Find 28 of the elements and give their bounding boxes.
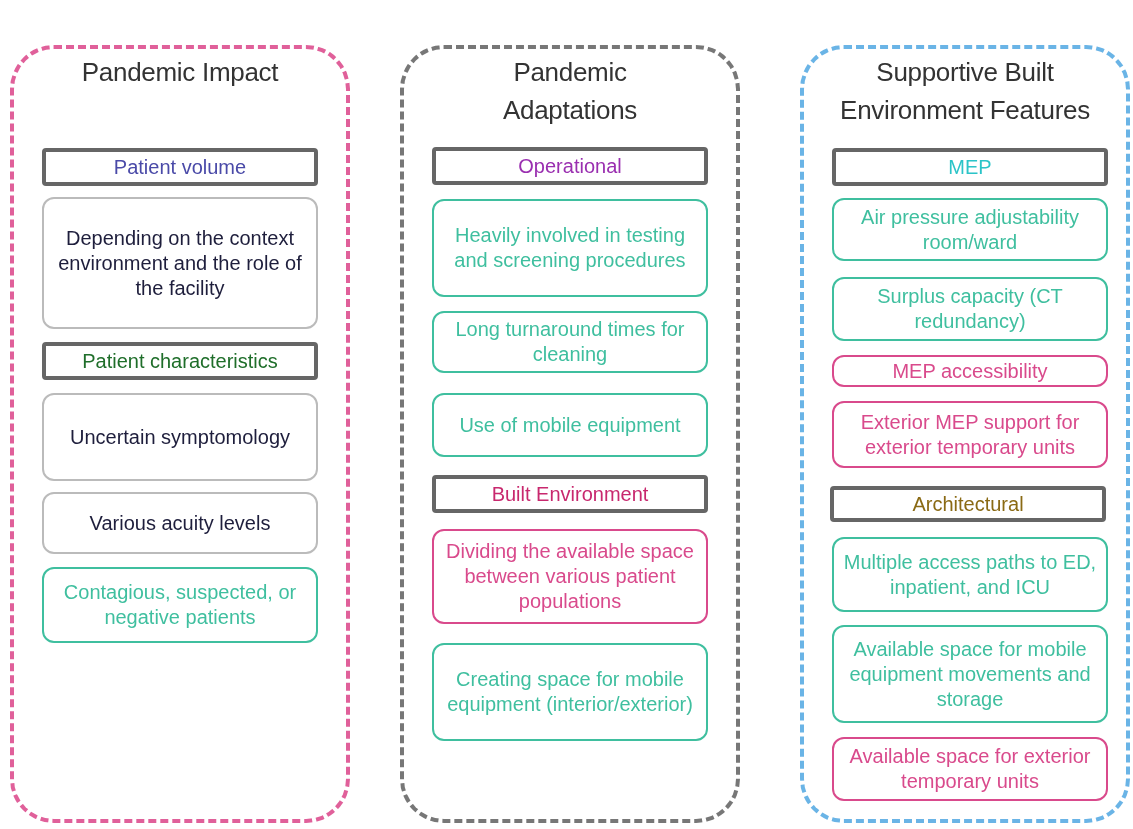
category-header: Operational: [432, 147, 708, 185]
text-box: Available space for exterior temporary units: [832, 737, 1108, 801]
text-box: Heavily involved in testing and screening procedures: [432, 199, 708, 297]
category-header: Patient volume: [42, 148, 318, 186]
text-box: Dividing the available space between various patient populations: [432, 529, 708, 624]
text-box: Available space for mobile equipment movements and storage: [832, 625, 1108, 723]
column-panel: [400, 45, 740, 823]
category-header: Patient characteristics: [42, 342, 318, 380]
text-box: Exterior MEP support for exterior temporary units: [832, 401, 1108, 468]
text-box: Uncertain symptomology: [42, 393, 318, 481]
text-box: Various acuity levels: [42, 492, 318, 554]
category-header: MEP: [832, 148, 1108, 186]
column-title: Supportive Built Environment Features: [839, 56, 1091, 127]
category-header: Built Environment: [432, 475, 708, 513]
column-panel: [800, 45, 1130, 823]
text-box: Use of mobile equipment: [432, 393, 708, 457]
column-panel: [10, 45, 350, 823]
text-box: Multiple access paths to ED, inpatient, and ICU: [832, 537, 1108, 612]
text-box: MEP accessibility: [832, 355, 1108, 387]
column-title: Pandemic Impact: [80, 56, 280, 89]
text-box: Surplus capacity (CT redundancy): [832, 277, 1108, 341]
text-box: Depending on the context environment and the role of the facility: [42, 197, 318, 329]
column-title: Pandemic Adaptations: [502, 56, 638, 127]
text-box: Air pressure adjustability room/ward: [832, 198, 1108, 261]
text-box: Long turnaround times for cleaning: [432, 311, 708, 373]
text-box: Contagious, suspected, or negative patients: [42, 567, 318, 643]
text-box: Creating space for mobile equipment (interior/exterior): [432, 643, 708, 741]
category-header: Architectural: [830, 486, 1106, 522]
